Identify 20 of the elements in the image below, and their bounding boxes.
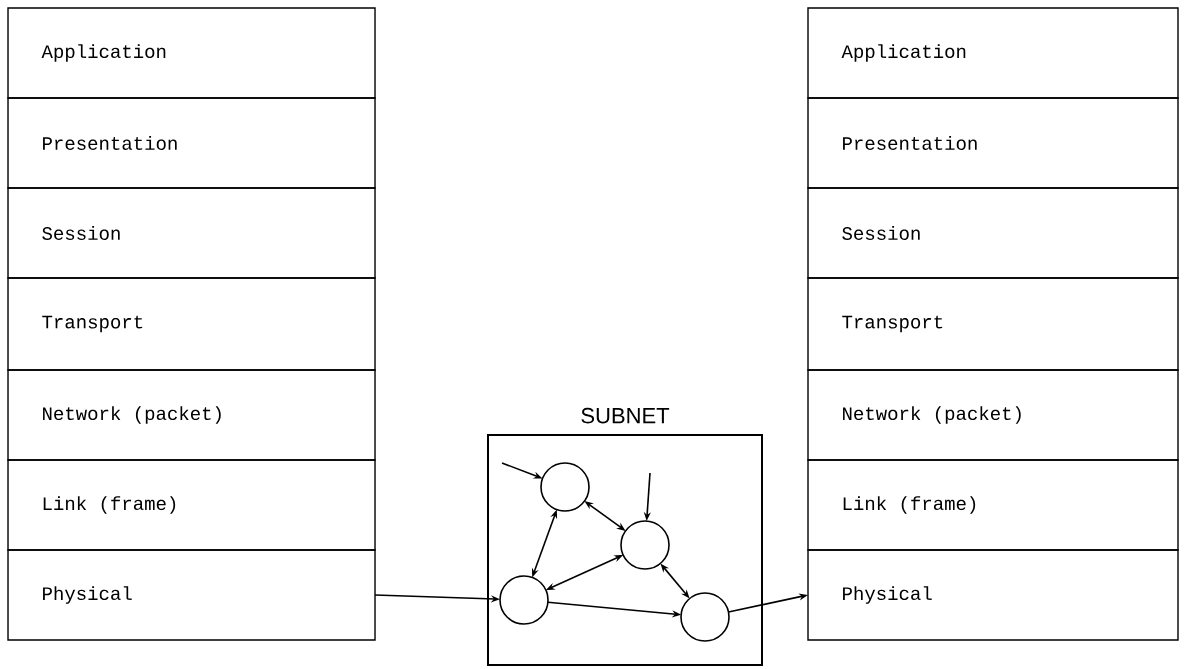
layer-box: Application <box>7 7 376 99</box>
layer-box: Transport <box>7 277 376 371</box>
layer-box: Physical <box>7 549 376 641</box>
layer-box: Network (packet) <box>807 369 1179 461</box>
layer-box: Transport <box>807 277 1179 371</box>
layer-box: Presentation <box>7 97 376 189</box>
layer-box: Physical <box>807 549 1179 641</box>
layer-box: Presentation <box>807 97 1179 189</box>
router-circle <box>499 575 549 625</box>
router-circle <box>680 592 730 642</box>
node-label: SUBNET <box>581 407 670 424</box>
layer-box: Link (frame) <box>7 459 376 551</box>
layer-box: Network (packet) <box>7 369 376 461</box>
layer-box: Link (frame) <box>807 459 1179 551</box>
router-circle <box>540 462 590 512</box>
router-circle <box>620 520 670 570</box>
subnet-box: SUBNET <box>487 407 763 666</box>
layer-box: Application <box>807 7 1179 99</box>
layer-box: Session <box>7 187 376 279</box>
layer-box: Session <box>807 187 1179 279</box>
